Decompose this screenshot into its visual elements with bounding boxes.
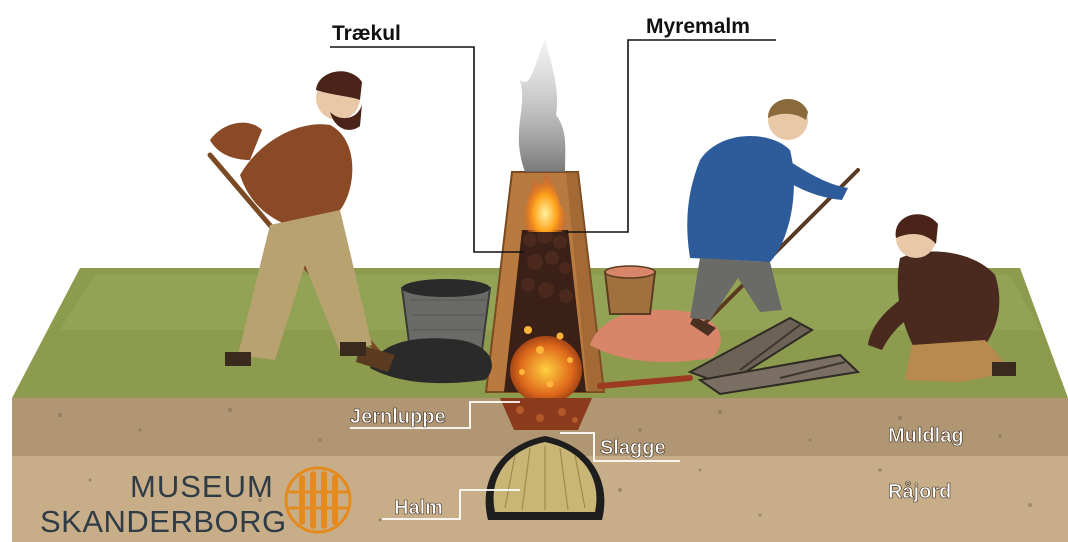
- smoke-plume: [519, 40, 566, 172]
- logo-line1: MUSEUM: [130, 469, 274, 504]
- label-muldlag: Muldlag: [888, 425, 964, 447]
- label-traekul: Trækul: [332, 22, 401, 45]
- ore-bucket: [605, 266, 655, 314]
- callout-line-traekul: [330, 47, 524, 252]
- label-halm: Halm: [394, 497, 443, 519]
- label-jernluppe: Jernluppe: [350, 406, 446, 428]
- label-myremalm: Myremalm: [646, 15, 750, 38]
- logo-line2: SKANDERBORG: [40, 504, 287, 539]
- label-slagge: Slagge: [600, 437, 666, 459]
- label-raajord: Råjord: [888, 480, 951, 503]
